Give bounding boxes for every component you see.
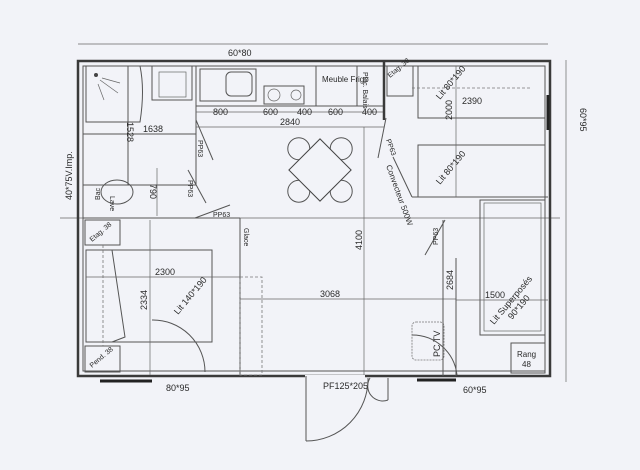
tv-label: PC TV (432, 331, 442, 357)
shower (85, 65, 143, 123)
door-arc (151, 319, 206, 373)
entry-door: PF125*205 (305, 375, 389, 442)
bottom-right-window-label: 60*95 (463, 385, 487, 395)
bed (85, 249, 213, 343)
bunk-area: 2684 1500 Lit Superposés 90*190 Rang 48 (442, 199, 548, 376)
hanging-label: Pend. 38 (89, 346, 115, 369)
door-label: PP63 (433, 228, 440, 245)
bed (417, 144, 546, 198)
storage-depth: 48 (522, 360, 531, 369)
bunk-bed (479, 199, 546, 336)
bathroom: 1528 1638 Bac Lave 790 (83, 65, 197, 216)
lave-label: Lave (108, 196, 115, 211)
kitchen-dim: 400 (297, 107, 312, 117)
left-window-label: 40*75V.Imp. (64, 151, 74, 200)
dining-table (287, 137, 353, 203)
living-area: 4100 3068 PC TV (240, 127, 456, 375)
bed-label: Lit 80*190 (434, 149, 468, 186)
storage-label: Rang (517, 350, 536, 359)
master-height: 2334 (139, 290, 149, 310)
fridge-label: Meuble Frigo (322, 75, 369, 84)
kitchen-dim: 600 (263, 107, 278, 117)
bathroom-width: 1638 (143, 124, 163, 134)
kitchen-total: 2840 (280, 117, 300, 127)
mirror-label: Glace (242, 228, 249, 246)
master-bedroom: Etag. 38 Pend. 38 2300 2334 Lit 140*190 … (83, 217, 263, 376)
broom-cupboard-label: Plac. Balais (361, 72, 368, 109)
kids-length: 2390 (462, 96, 482, 106)
top-window-label: 60*80 (228, 48, 252, 58)
wc-dim: 790 (148, 184, 158, 199)
tv-unit (411, 321, 445, 361)
bunk-dim: 2684 (445, 270, 455, 290)
shower-dim: 1528 (125, 122, 135, 142)
bed (417, 65, 546, 119)
basin-label: Bac (95, 187, 102, 200)
living-width: 3068 (320, 289, 340, 299)
bed-label: Lit 140*190 (172, 275, 209, 316)
toilet (100, 179, 134, 205)
kids-room: Etag. 38 Lit 80*190 Lit 80*190 2390 2000… (382, 57, 548, 227)
kids-height: 2000 (444, 100, 454, 120)
kitchen-dim: 800 (213, 107, 228, 117)
living-depth: 4100 (354, 230, 364, 250)
shelf-label: Etag. 38 (89, 221, 114, 243)
door-label: PP63 (196, 140, 203, 157)
kitchen-dim: 600 (328, 107, 343, 117)
bottom-left-window-label: 80*95 (166, 383, 190, 393)
door-label: PP63 (186, 180, 193, 197)
door-label: PP63 (213, 212, 230, 219)
cooktop (263, 85, 305, 105)
master-width: 2300 (155, 267, 175, 277)
door-label: PP63 (384, 138, 396, 157)
kitchen-sink (199, 68, 257, 102)
kitchen-dim: 400 (362, 107, 377, 117)
shower-head-icon (94, 73, 98, 77)
right-window-label: 60*95 (578, 108, 588, 132)
entry-door-label: PF125*205 (323, 381, 368, 391)
sink (151, 65, 193, 101)
kitchen: Meuble Frigo Plac. Balais 800 600 400 60… (195, 65, 385, 128)
bunk-dim: 1500 (485, 290, 505, 300)
